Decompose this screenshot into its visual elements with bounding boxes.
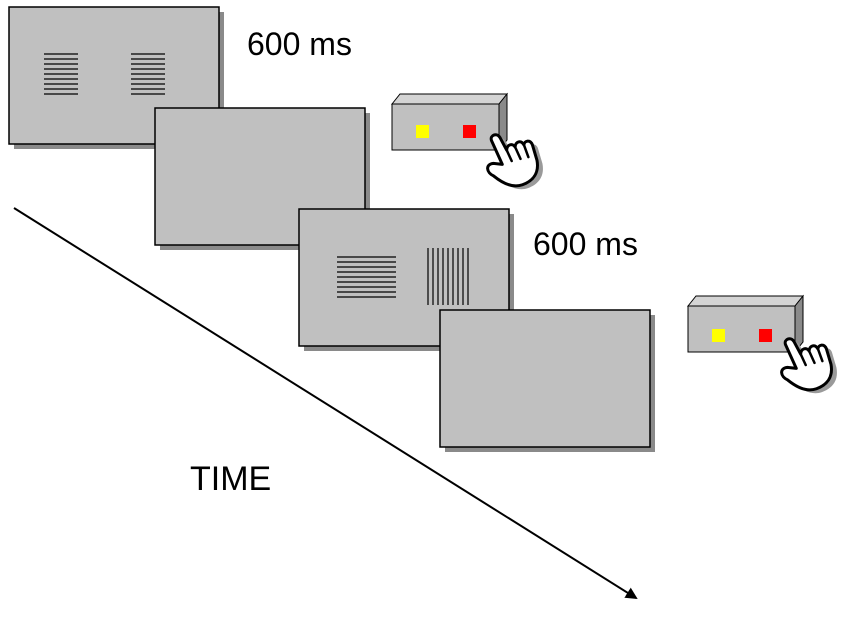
red-key — [759, 329, 772, 342]
grating-left-horizontal — [44, 53, 78, 95]
grating-left-horizontal — [337, 256, 396, 298]
duration-label-stimulus-2: 600 ms — [533, 226, 638, 262]
yellow-key — [712, 329, 725, 342]
stimulus-screen-1 — [8, 6, 224, 149]
grating-right-vertical — [427, 248, 469, 305]
red-key — [463, 125, 476, 138]
blank-screen-2 — [439, 309, 655, 452]
duration-label-stimulus-1: 600 ms — [247, 26, 352, 62]
time-arrow — [13, 207, 638, 600]
time-axis-label: TIME — [190, 460, 272, 498]
grating-right-horizontal — [131, 53, 165, 95]
yellow-key — [416, 125, 429, 138]
response-box-1 — [390, 92, 509, 152]
response-box-2 — [686, 294, 805, 354]
